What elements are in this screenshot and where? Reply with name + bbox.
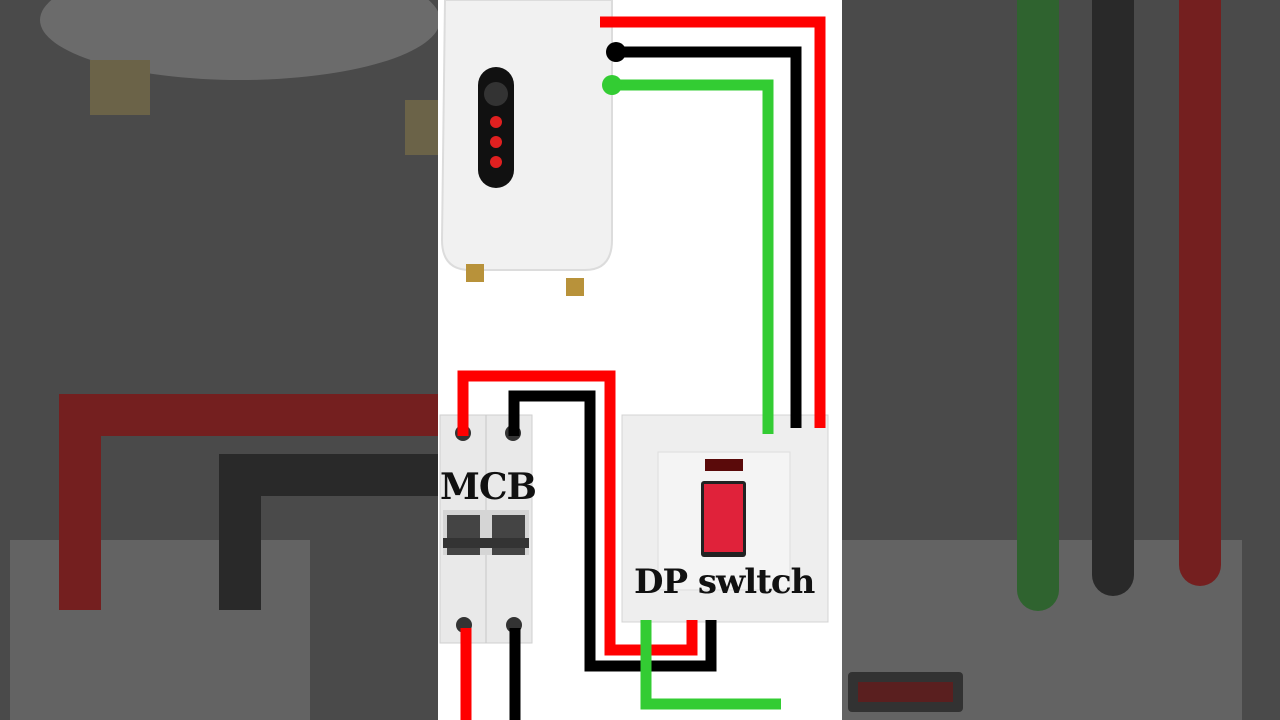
neutral-wire-heater — [616, 46, 802, 428]
earth-wire-heater — [612, 79, 774, 434]
heater-button — [490, 116, 502, 128]
live-wire-heater — [600, 16, 826, 428]
neutral-wire-mcb-switch — [508, 390, 717, 672]
earth-wire-out — [640, 620, 781, 710]
live-wire-mcb-switch — [457, 370, 698, 656]
switch-indicator — [705, 459, 743, 471]
dp-switch-label: DP swltch — [634, 562, 815, 602]
dp-switch — [621, 414, 829, 623]
heater-button — [490, 136, 502, 148]
blurred-background-right — [842, 0, 1280, 720]
switch-rocker — [704, 484, 743, 552]
water-heater — [440, 0, 613, 296]
wires — [457, 16, 826, 720]
heater-display — [484, 82, 508, 106]
mcb-breaker — [439, 414, 533, 644]
heater-button — [490, 156, 502, 168]
blurred-background-left — [0, 0, 440, 720]
mcb-label: MCB — [440, 466, 537, 508]
